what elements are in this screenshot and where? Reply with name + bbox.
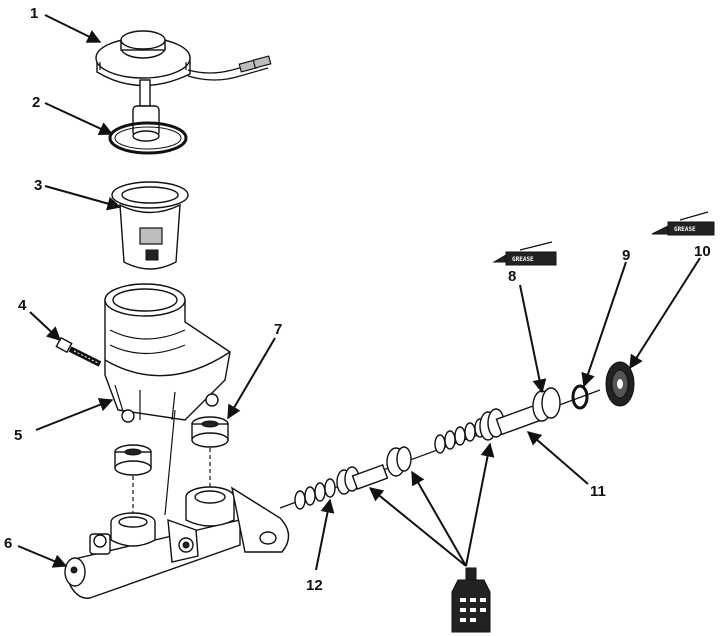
primary-piston (479, 387, 561, 441)
leader-lines (17, 14, 701, 571)
callout-12: 12 (306, 577, 323, 594)
callout-3: 3 (34, 177, 42, 194)
snap-ring (571, 384, 589, 410)
callout-8: 8 (508, 268, 516, 285)
reservoir-grommet-front (114, 444, 152, 476)
callout-2: 2 (32, 94, 40, 111)
callout-9: 9 (622, 247, 630, 264)
callout-6: 6 (4, 535, 12, 552)
primary-spring (434, 418, 486, 454)
brake-fluid-bottle-icon (451, 567, 491, 633)
reservoir-grommet-rear (191, 416, 229, 448)
reservoir-cap (95, 30, 272, 87)
reservoir-seal-ring (108, 121, 188, 155)
grease-label: GREASE (512, 256, 534, 263)
grease-label: GREASE (674, 226, 696, 233)
reservoir-strainer (111, 181, 189, 270)
piston-boot (605, 361, 635, 407)
callout-1: 1 (30, 5, 38, 22)
fluid-reservoir (104, 283, 231, 423)
reservoir-filter-stem (132, 79, 160, 142)
callout-4: 4 (18, 297, 27, 314)
grease-tube-icon: GREASE (492, 241, 557, 266)
secondary-spring (294, 478, 336, 510)
callout-5: 5 (14, 427, 22, 444)
grease-tube-icon: GREASE (651, 211, 715, 236)
callout-7: 7 (274, 321, 282, 338)
callout-10: 10 (694, 243, 711, 260)
reservoir-mounting-bolt (55, 336, 102, 367)
master-cylinder-body (64, 486, 290, 599)
callout-11: 11 (590, 483, 606, 500)
secondary-piston-cup (336, 446, 412, 495)
